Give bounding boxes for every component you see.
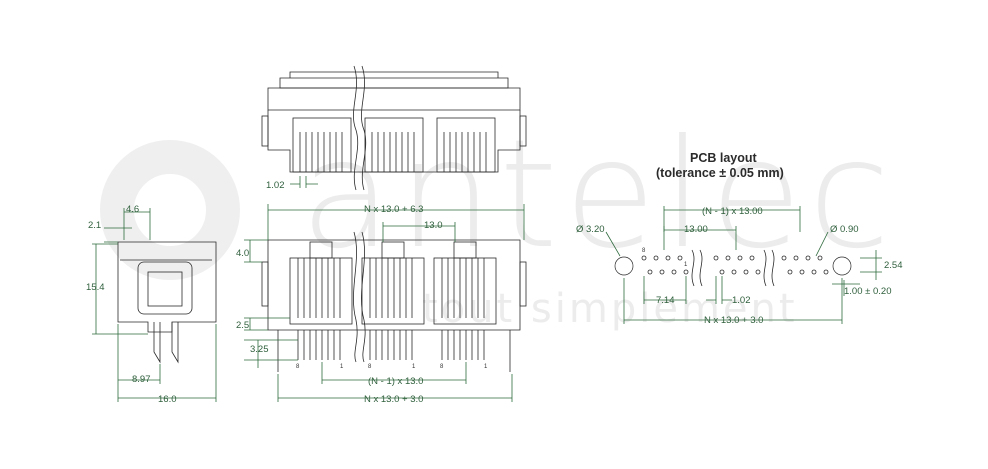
side-dim-160: 16.0: [158, 394, 177, 405]
pcb-dim-102: 1.02: [732, 295, 751, 306]
pcb-mount-hole-right: [832, 256, 852, 276]
front-pin-1-2: 1: [412, 364, 416, 370]
pcb-dim-714: 7.14: [656, 295, 675, 306]
front-dim-overall-top: N x 13.0 + 6.3: [364, 204, 423, 215]
front-pin-8-3: 8: [440, 364, 444, 370]
pcb-pin-1: 1: [684, 262, 688, 268]
pcb-title: PCB layout: [690, 151, 758, 165]
pcb-dim-pitch: 13.00: [684, 224, 708, 235]
top-view-slot-3: [436, 117, 496, 173]
front-port-3: [433, 241, 497, 360]
top-view-slot-1: [292, 117, 352, 173]
front-view: 8 1 8 1 8 1 N x 13.0 + 6.3 13.0 4.0 2.5 …: [236, 204, 527, 405]
side-dim-21: 2.1: [88, 220, 101, 231]
pcb-layout: PCB layout (tolerance ± 0.05 mm) (N - 1)…: [576, 151, 903, 326]
top-dim-102: 1.02: [266, 180, 285, 191]
front-port-2: [361, 241, 425, 360]
top-view-slot-2: [364, 117, 424, 173]
front-pin-1-3: 1: [484, 364, 488, 370]
pcb-tolerance: (tolerance ± 0.05 mm): [656, 166, 784, 180]
front-dim-pitch: 13.0: [424, 220, 443, 231]
front-pin-8-1: 8: [296, 364, 300, 370]
pcb-dim-overall: N x 13.0 + 3.0: [704, 315, 763, 326]
front-dim-40: 4.0: [236, 248, 249, 259]
front-dim-25: 2.5: [236, 320, 249, 331]
pcb-pin-group-2: [713, 255, 761, 275]
front-dim-pitch-n: (N - 1) x 13.0: [368, 376, 423, 387]
top-view: 1.02: [261, 65, 527, 191]
side-dim-154: 15.4: [86, 282, 105, 293]
front-pin-1-1: 1: [340, 364, 344, 370]
pcb-pin-group-1: [641, 255, 689, 275]
pcb-dim-hole-small: Ø 0.90: [830, 224, 859, 235]
pcb-pin-group-3: [781, 255, 829, 275]
pcb-dim-254: 2.54: [884, 260, 903, 271]
pcb-dim-hole-big: Ø 3.20: [576, 224, 605, 235]
side-view: 4.6 2.1 15.4 8.97 16.0: [86, 204, 217, 405]
front-port-1: [289, 241, 353, 360]
pcb-dim-pitch-n: (N - 1) x 13.00: [702, 206, 763, 217]
front-dim-325: 3.25: [250, 344, 269, 355]
side-dim-897: 8.97: [132, 374, 151, 385]
pcb-pin-8: 8: [642, 248, 646, 254]
pcb-mount-hole-left: [614, 256, 634, 276]
front-dim-overall-bottom: N x 13.0 + 3.0: [364, 394, 423, 405]
front-pin-8-2: 8: [368, 364, 372, 370]
side-dim-46: 4.6: [126, 204, 139, 215]
pcb-dim-100: 1.00 ± 0.20: [844, 286, 891, 297]
